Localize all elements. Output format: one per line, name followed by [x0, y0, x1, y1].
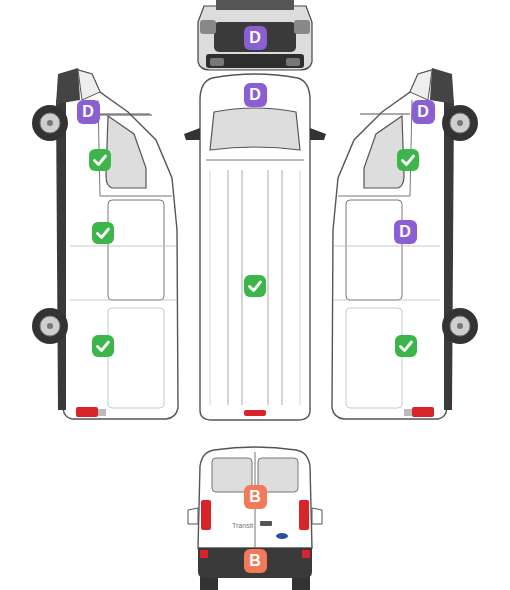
badge-letter: D: [82, 104, 94, 120]
badge-letter: B: [249, 553, 261, 569]
right-side-view: [332, 68, 478, 419]
leader-line: [100, 115, 152, 116]
purple-badge: D: [77, 100, 100, 124]
roof-view: [184, 74, 326, 420]
purple-badge: D: [244, 83, 267, 107]
orange-badge: B: [244, 485, 267, 509]
door-badge-text: Transit: [232, 522, 253, 529]
badge-letter: D: [249, 87, 261, 103]
left-side-view: [32, 68, 178, 419]
badge-letter: D: [417, 104, 429, 120]
purple-badge: D: [412, 100, 435, 124]
badge-letter: D: [399, 224, 411, 240]
purple-badge: D: [394, 220, 417, 244]
badge-letter: B: [249, 489, 261, 505]
check-marks: [89, 149, 419, 357]
rear-view: [188, 447, 322, 590]
purple-badge: D: [244, 26, 267, 50]
front-view: [198, 0, 312, 70]
orange-badge: B: [244, 549, 267, 573]
badge-letter: D: [249, 30, 261, 46]
